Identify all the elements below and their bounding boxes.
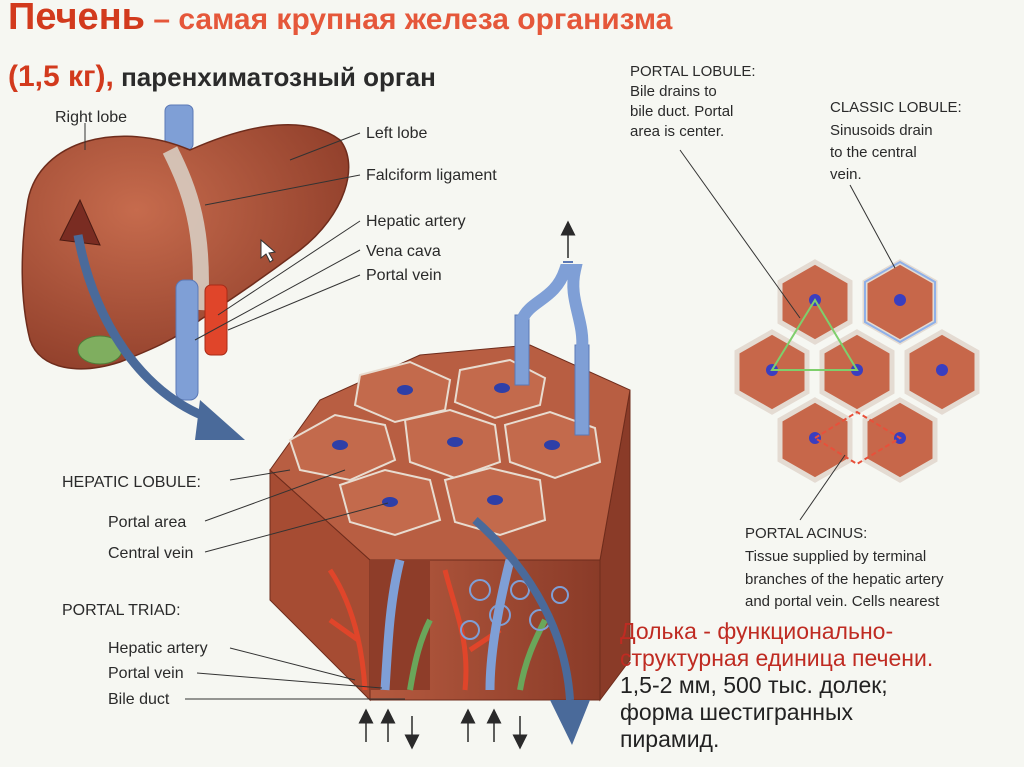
label-triad-vein: Portal vein: [108, 665, 184, 682]
label-hepatic-lobule: HEPATIC LOBULE:: [62, 474, 201, 491]
cut-interior: [370, 560, 430, 690]
portal-lobule-heading: PORTAL LOBULE:: [630, 63, 756, 80]
vena-cava-bottom: [175, 279, 199, 401]
lobule-hex-grid: [734, 259, 980, 483]
label-triad-duct: Bile duct: [108, 691, 170, 708]
artery-branches: [327, 568, 502, 691]
liver-illustration: [21, 104, 350, 440]
note-line-3: 1,5-2 мм, 500 тыс. долек;: [620, 672, 888, 698]
portal-acinus-diamond: [813, 410, 902, 466]
portal-lobule-line-2: bile duct. Portal: [630, 103, 733, 120]
note-line-1: Долька - функционально-: [620, 618, 894, 644]
classic-lobule-heading: CLASSIC LOBULE:: [830, 99, 962, 116]
label-falciform: Falciform ligament: [366, 167, 497, 184]
portal-acinus-heading: PORTAL ACINUS:: [745, 525, 867, 542]
liver-leader-lines: [84, 123, 361, 341]
lobule-leader-lines: [185, 469, 405, 700]
portal-vein-vessel: [204, 284, 228, 356]
portal-acinus-line-1: Tissue supplied by terminal: [745, 548, 926, 565]
portal-acinus-line-3: and portal vein. Cells nearest: [745, 593, 940, 610]
flow-arrow-head: [550, 700, 590, 745]
slide-title-line2: (1,5 кг), паренхиматозный орган: [8, 60, 436, 94]
rising-vessels: [514, 261, 590, 436]
note-line-4: форма шестигранных: [620, 699, 854, 725]
bottom-flow-arrows: [358, 708, 528, 750]
lobule-block: [269, 220, 631, 750]
title-main: Печень: [8, 0, 146, 38]
portal-lobule-line-1: Bile drains to: [630, 83, 717, 100]
label-portal-area: Portal area: [108, 514, 186, 531]
label-left-lobe: Left lobe: [366, 125, 427, 142]
classic-lobule-line-1: Sinusoids drain: [830, 122, 933, 139]
title-rest: – самая крупная железа организма: [145, 3, 673, 36]
portal-lobule-triangle: [770, 298, 859, 371]
portal-lobule-line-3: area is center.: [630, 123, 724, 140]
zoom-arrow-shaft: [73, 234, 217, 425]
central-veins: [332, 383, 560, 507]
bile-duct-branches: [407, 618, 548, 691]
subtitle-rest: паренхиматозный орган: [113, 62, 436, 92]
label-portal-vein: Portal vein: [366, 267, 442, 284]
classic-lobule-line-3: vein.: [830, 166, 862, 183]
note-line-2: структурная единица печени.: [620, 645, 934, 671]
slide-title-line1: Печень – самая крупная железа организма: [8, 0, 672, 39]
cursor-icon: [260, 238, 277, 263]
label-central-vein: Central vein: [108, 545, 193, 562]
label-vena-cava: Vena cava: [366, 243, 441, 260]
flow-arrow-shaft: [472, 517, 574, 701]
hex-leader-lines: [679, 149, 896, 521]
note-line-5: пирамид.: [620, 726, 720, 752]
falciform-ligament: [162, 146, 209, 311]
classic-lobule-outline: [864, 260, 936, 344]
label-triad-artery: Hepatic artery: [108, 640, 208, 657]
label-right-lobe: Right lobe: [55, 109, 127, 126]
portal-acinus-line-2: branches of the hepatic artery: [745, 571, 944, 588]
label-hepatic-artery: Hepatic artery: [366, 213, 466, 230]
lobule-note: Долька - функционально- структурная един…: [620, 618, 1020, 753]
subtitle-main: (1,5 кг),: [8, 60, 114, 93]
label-portal-triad: PORTAL TRIAD:: [62, 602, 181, 619]
classic-lobule-line-2: to the central: [830, 144, 917, 161]
zoom-arrow-head: [195, 400, 245, 440]
